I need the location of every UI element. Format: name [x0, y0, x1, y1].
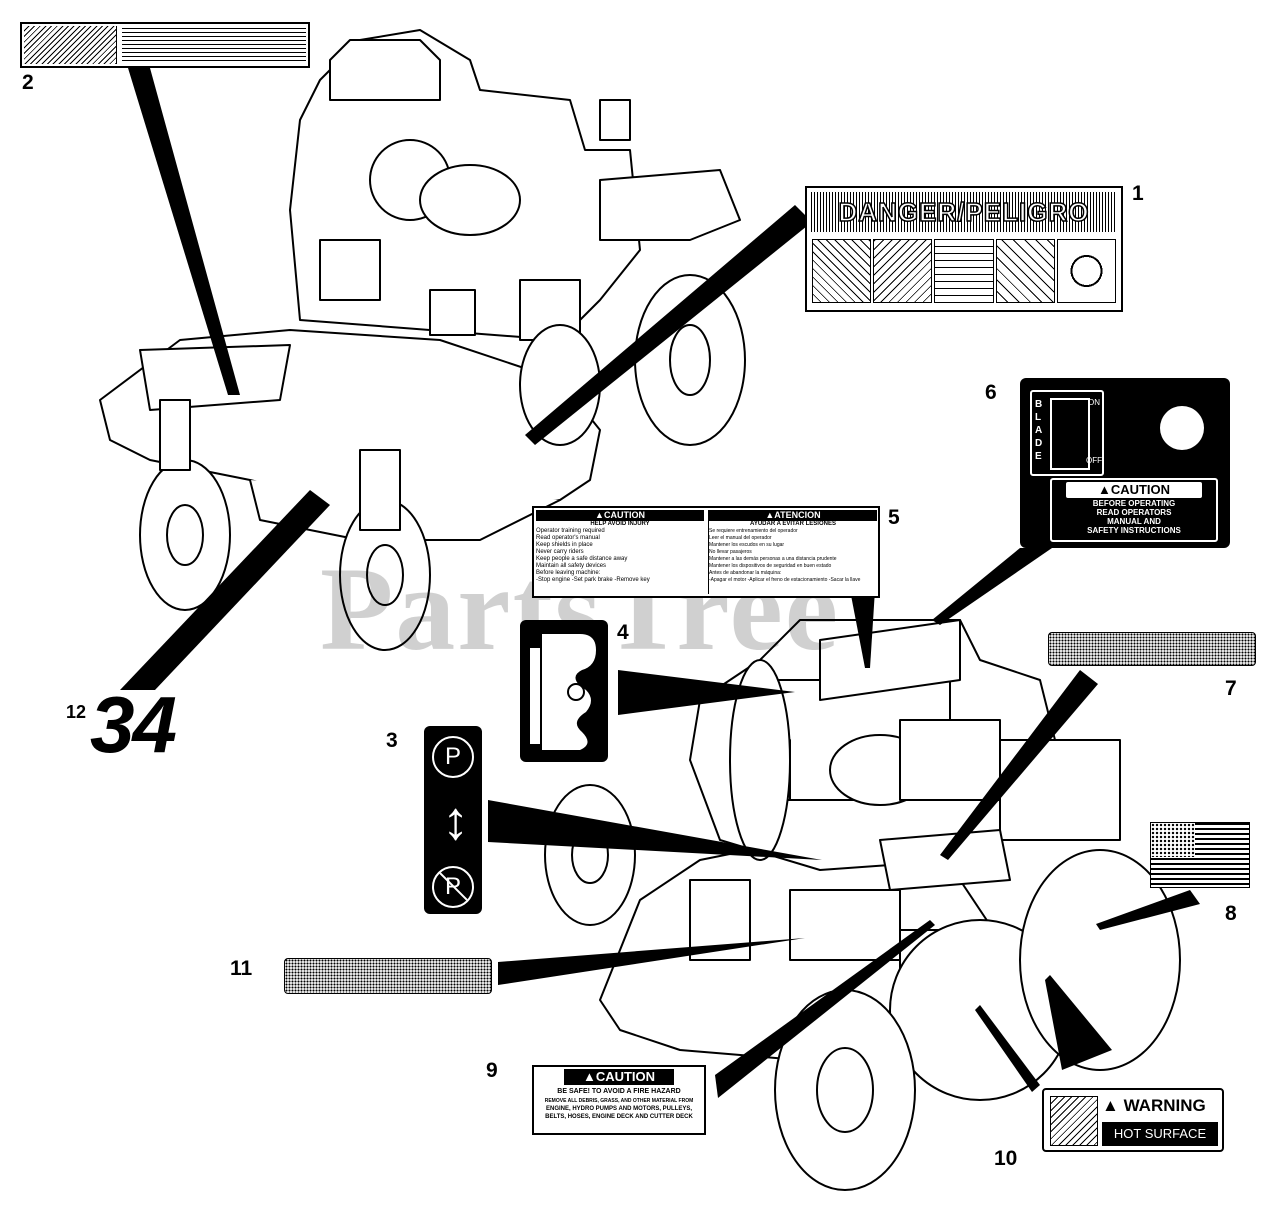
decal-5-left-line-7: Before leaving machine: — [536, 570, 601, 576]
decal-5-right-line-6: Mantener los dispositivos de seguridad e… — [709, 563, 832, 569]
decal-10-hand-heat-icon — [1050, 1096, 1098, 1146]
decal-9: ▲CAUTION BE SAFE! TO AVOID A FIRE HAZARD… — [532, 1065, 706, 1135]
decal-4-throttle-graphic — [530, 634, 596, 750]
decal-3-no-park-icon: P — [432, 866, 474, 908]
decal-5-right-header-text: ATENCION — [774, 510, 821, 520]
callout-9: 9 — [486, 1059, 498, 1082]
decal-1: DANGER/PELIGRO — [805, 186, 1123, 312]
decal-5-right-line-4: No llevar pasajeros — [709, 549, 752, 555]
decal-5-left-header-text: CAUTION — [603, 510, 645, 520]
decal-2-pictograms — [24, 26, 117, 64]
decal-9-header-text: CAUTION — [595, 1069, 656, 1084]
decal-6-blade-panel: BLADE ON OFF — [1030, 390, 1104, 476]
decal-10: ▲ WARNING HOT SURFACE — [1042, 1088, 1224, 1152]
decal-5-right-line-3: Mantener los escudos en su lugar — [709, 542, 785, 548]
decal-6-slot — [1050, 398, 1090, 470]
decal-11 — [284, 958, 492, 994]
decal-10-sub: HOT SURFACE — [1102, 1122, 1218, 1146]
decal-3-park-symbol: P — [444, 743, 461, 770]
callout-2: 2 — [22, 71, 34, 94]
decal-1-header-text: DANGER/PELIGRO — [838, 196, 1090, 228]
decal-5-right-title: AYUDAR A EVITAR LESIONES — [750, 521, 836, 527]
decal-2 — [20, 22, 310, 68]
decal-5-left-line-2: Read operator's manual — [536, 535, 600, 541]
callout-12: 12 — [66, 702, 87, 722]
decal-10-header-text: WARNING — [1123, 1096, 1206, 1115]
decal-5-left-line-1: Operator training required — [536, 528, 605, 534]
pictogram-hand-pinch-icon — [812, 239, 872, 303]
decal-5-left-line-6: Maintain all safety devices — [536, 563, 607, 569]
decal-5-left-line-8: -Stop engine -Set park brake -Remove key — [536, 577, 650, 583]
decal-9-body-1: REMOVE ALL DEBRIS, GRASS, AND OTHER MATE… — [544, 1098, 694, 1104]
decal-5-left-header: ▲CAUTION — [536, 510, 704, 521]
decal-9-body-3: BELTS, HOSES, ENGINE DECK AND CUTTER DEC… — [545, 1114, 693, 1120]
decal-12-text: 34 — [90, 680, 177, 769]
decal-2-text-block — [122, 28, 306, 64]
pictogram-read-manual-icon — [1056, 239, 1117, 303]
decal-3-arrow-icon: ↕ — [442, 791, 469, 851]
pictogram-remove-key-icon — [995, 239, 1055, 303]
callout-8: 8 — [1225, 902, 1237, 925]
decal-9-body-2: ENGINE, HYDRO PUMPS AND MOTORS, PULLEYS, — [545, 1106, 692, 1112]
callout-4: 4 — [617, 621, 629, 644]
decal-5-right-line-5: Mantener a las demás personas a una dist… — [709, 556, 837, 562]
decal-6-caution-header: ▲CAUTION — [1066, 482, 1202, 498]
decal-3: P ↕ P — [424, 726, 482, 914]
decal-6-caution-line-1: BEFORE OPERATING — [1092, 499, 1176, 508]
decal-5-left-line-5: Keep people a safe distance away — [536, 556, 628, 562]
decal-6-off-label: OFF — [1086, 456, 1102, 465]
decal-8-canton — [1151, 823, 1195, 857]
decal-5-left-line-3: Keep shields in place — [536, 542, 593, 548]
decal-10-header: ▲ WARNING — [1102, 1096, 1206, 1115]
callout-1: 1 — [1132, 182, 1144, 205]
decal-6-side-label: BLADE — [1035, 399, 1043, 462]
decal-9-header: ▲CAUTION — [564, 1069, 674, 1085]
decal-4 — [520, 620, 608, 762]
decal-9-line-1: BE SAFE! TO AVOID A FIRE HAZARD — [557, 1088, 681, 1095]
callout-11: 11 — [230, 957, 253, 980]
decal-5-left: ▲CAUTION HELP AVOID INJURY Operator trai… — [536, 510, 704, 594]
decal-5-right-header: ▲ATENCION — [709, 510, 877, 521]
decal-12: 34 — [90, 685, 220, 765]
decal-6-caution-line-4: SAFETY INSTRUCTIONS — [1087, 526, 1181, 535]
decal-5-left-title: HELP AVOID INJURY — [590, 521, 650, 527]
decal-6-caution-header-text: CAUTION — [1110, 482, 1171, 497]
decal-5: ▲CAUTION HELP AVOID INJURY Operator trai… — [532, 506, 880, 598]
decal-3-park-icon: P — [432, 736, 474, 778]
decal-5-right-line-1: Se requiere entrenamiento del operador — [709, 528, 798, 534]
decal-5-right-line-7: Antes de abandonar la máquina: — [709, 570, 782, 576]
callout-6: 6 — [985, 381, 997, 404]
callout-3: 3 — [386, 729, 398, 752]
decal-1-pictograms — [811, 238, 1117, 304]
decal-5-left-line-4: Never carry riders — [536, 549, 584, 555]
decal-6-caution-line-3: MANUAL AND — [1107, 517, 1161, 526]
pictogram-thrown-object-icon — [873, 239, 933, 303]
decal-6-caution-panel: ▲CAUTION BEFORE OPERATING READ OPERATORS… — [1050, 478, 1218, 542]
decal-6: BLADE ON OFF ▲CAUTION BEFORE OPERATING R… — [1020, 378, 1230, 548]
decal-8 — [1150, 822, 1250, 888]
decal-1-header: DANGER/PELIGRO — [811, 192, 1117, 232]
callout-5: 5 — [888, 506, 900, 529]
decal-6-caution-line-2: READ OPERATORS — [1096, 508, 1172, 517]
decal-5-right-line-8: -Apagar el motor -Aplicar el freno de es… — [709, 577, 861, 583]
decal-7 — [1048, 632, 1256, 666]
callout-7: 7 — [1225, 677, 1237, 700]
decal-6-key-switch-icon — [1160, 406, 1204, 450]
callout-10: 10 — [994, 1147, 1018, 1170]
decal-6-on-label: ON — [1088, 398, 1100, 407]
decal-5-right-line-2: Leer el manual del operador — [709, 535, 772, 541]
pictogram-safe-distance-icon — [934, 239, 994, 303]
decal-5-right: ▲ATENCION AYUDAR A EVITAR LESIONES Se re… — [708, 510, 877, 594]
